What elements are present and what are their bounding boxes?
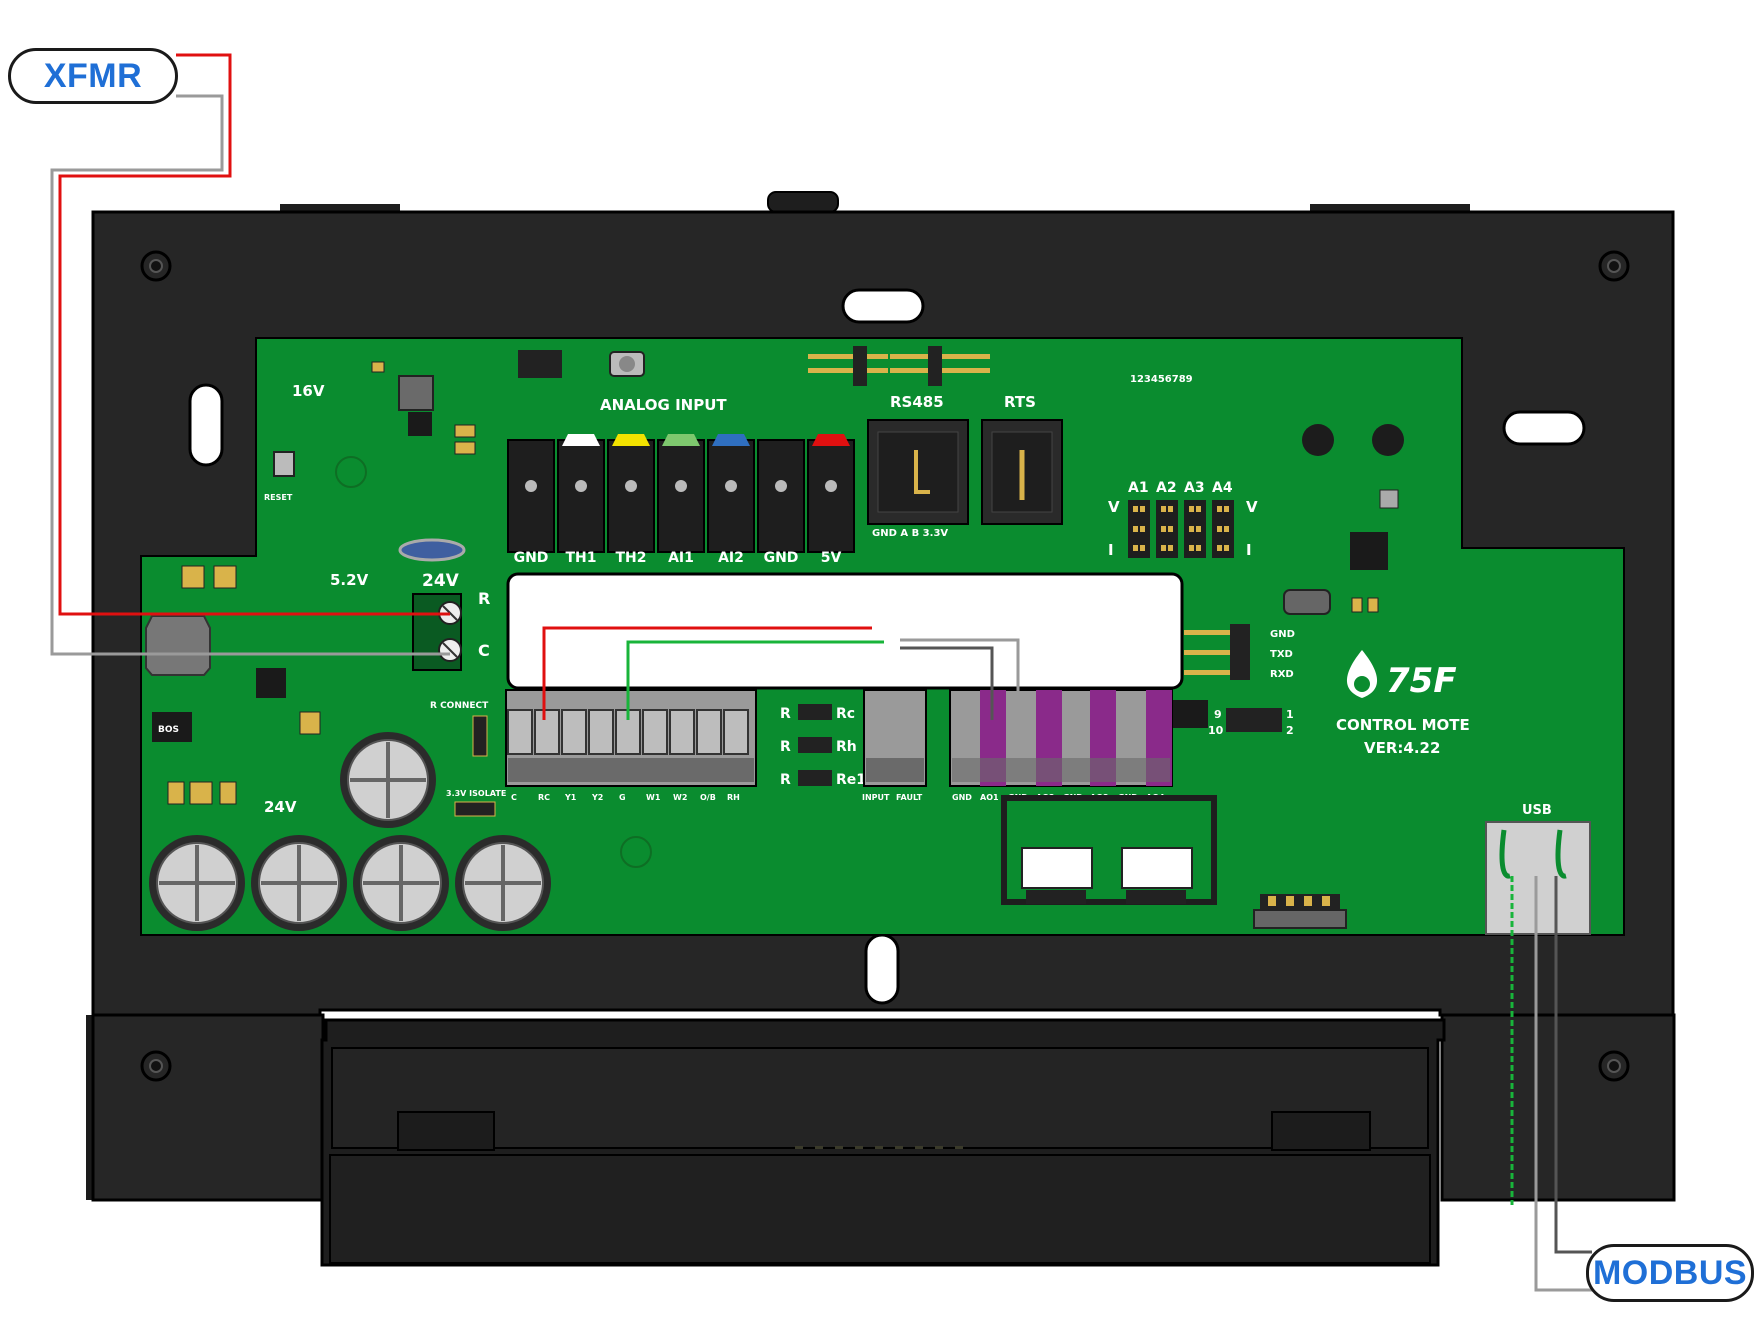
uart-label: TXD xyxy=(1270,649,1293,660)
term-label: O/B xyxy=(700,793,716,802)
term-label: Y1 xyxy=(564,793,577,802)
jumper-label: A3 xyxy=(1184,480,1205,496)
jumper-i-right: I xyxy=(1246,541,1252,559)
label-serial: 123456789 xyxy=(1130,374,1193,385)
label-r: R xyxy=(478,589,490,608)
usb-port: USB xyxy=(1485,803,1591,935)
display-gray-wire-2 xyxy=(900,638,1020,720)
term-label: C xyxy=(511,793,517,802)
jumper-label: A2 xyxy=(1156,480,1177,496)
modbus-gray-wire-1 xyxy=(1534,876,1592,1292)
relay-label: Rh xyxy=(836,739,857,755)
jumper-headers: V I V I A1 A2 A3 A4 xyxy=(1108,480,1258,559)
relay-jumpers: R R R Rc Rh Re1 xyxy=(780,704,866,788)
uart-header: GND TXD RXD xyxy=(1184,624,1295,680)
uart-label: GND xyxy=(1270,629,1295,640)
rs485-connector xyxy=(867,419,969,525)
svg-text:BOS: BOS xyxy=(158,725,179,735)
term-label: W2 xyxy=(673,793,687,802)
analog-label: TH1 xyxy=(565,550,596,566)
display-window xyxy=(506,572,1184,690)
screw-icon xyxy=(140,250,1630,1082)
analog-terminal xyxy=(807,434,855,553)
jst-connectors xyxy=(1001,795,1217,905)
terminal-block-right xyxy=(949,689,1173,787)
label-rs485-pins: GND A B 3.3V xyxy=(872,528,948,539)
label-analog-input: ANALOG INPUT xyxy=(600,396,727,414)
jumper-v-left: V xyxy=(1108,498,1120,516)
logo-75f: 75F xyxy=(1346,650,1457,701)
relay-label: Re1 xyxy=(836,772,866,788)
analog-terminal-labels: GND TH1 TH2 AI1 AI2 GND 5V xyxy=(514,550,842,566)
label-rts: RTS xyxy=(1004,393,1036,411)
label-5v2: 5.2V xyxy=(330,571,369,589)
label-r-connect: R CONNECT xyxy=(430,701,489,711)
analog-label: GND xyxy=(764,550,799,566)
analog-label: AI1 xyxy=(668,550,694,566)
term-label: RH xyxy=(727,793,740,802)
capacitor-icon xyxy=(149,732,551,931)
term-label: GND xyxy=(952,793,972,802)
relay-r: R xyxy=(780,772,791,788)
analog-label: AI2 xyxy=(718,550,744,566)
relay-r: R xyxy=(780,706,791,722)
label-rs485: RS485 xyxy=(890,393,944,411)
label-version: VER:4.22 xyxy=(1364,739,1440,757)
term-label: G xyxy=(619,793,626,802)
relay-r: R xyxy=(780,739,791,755)
label-24v: 24V xyxy=(422,571,460,591)
jumper-label: A1 xyxy=(1128,480,1149,496)
analog-terminal xyxy=(607,434,655,553)
uart-label: RXD xyxy=(1270,669,1294,680)
term-label: RC xyxy=(538,793,550,802)
ten-pin-header: 9 1 10 2 xyxy=(1208,708,1294,737)
analog-terminal xyxy=(507,439,555,553)
label-24v-lower: 24V xyxy=(264,798,297,816)
jumper-label: A4 xyxy=(1212,480,1233,496)
relay-label: Rc xyxy=(836,706,855,722)
analog-terminal xyxy=(557,434,605,553)
term-label: W1 xyxy=(646,793,661,802)
label-product: CONTROL MOTE xyxy=(1336,716,1470,734)
display-red-wire xyxy=(542,626,872,720)
rts-connector xyxy=(981,419,1063,525)
modbus-gray-wire-2 xyxy=(1554,876,1592,1254)
analog-label: GND xyxy=(514,550,549,566)
label-usb: USB xyxy=(1522,803,1552,818)
analog-label: 5V xyxy=(821,550,842,566)
label-16v: 16V xyxy=(292,382,325,400)
analog-terminal xyxy=(657,434,705,553)
analog-terminal xyxy=(757,439,805,553)
terminal-block-mid xyxy=(863,689,927,787)
term-label: FAULT xyxy=(896,793,923,802)
analog-input-terminals xyxy=(507,434,855,553)
jumper-v-right: V xyxy=(1246,498,1258,516)
header-pin-label: 10 xyxy=(1208,724,1224,737)
header-pin-label: 2 xyxy=(1286,724,1294,737)
label-isolate: 3.3V ISOLATE xyxy=(446,789,506,798)
display-gray-wire-1 xyxy=(900,646,994,720)
label-c: C xyxy=(478,641,490,660)
term-label: Y2 xyxy=(591,793,603,802)
xfmr-gray-wire xyxy=(50,94,450,656)
analog-label: TH2 xyxy=(615,550,646,566)
xfmr-callout: XFMR xyxy=(8,48,178,104)
modbus-callout: MODBUS xyxy=(1586,1244,1754,1302)
jumper-i-left: I xyxy=(1108,541,1114,559)
term-label: AO1 xyxy=(980,793,999,802)
xfmr-red-wire xyxy=(58,53,450,616)
analog-terminal xyxy=(707,434,755,553)
display-green-wire xyxy=(626,640,884,720)
term-label: INPUT xyxy=(862,793,890,802)
brand-text: 75F xyxy=(1386,661,1457,701)
header-pin-label: 1 xyxy=(1286,708,1294,721)
label-reset: RESET xyxy=(264,493,293,502)
pcb: BOS 16V 5.2V 24V RESET R CONNECT 3.3V IS… xyxy=(140,337,1625,936)
header-pin-label: 9 xyxy=(1214,708,1222,721)
wires xyxy=(50,53,1592,1292)
pin-header xyxy=(1253,894,1347,929)
